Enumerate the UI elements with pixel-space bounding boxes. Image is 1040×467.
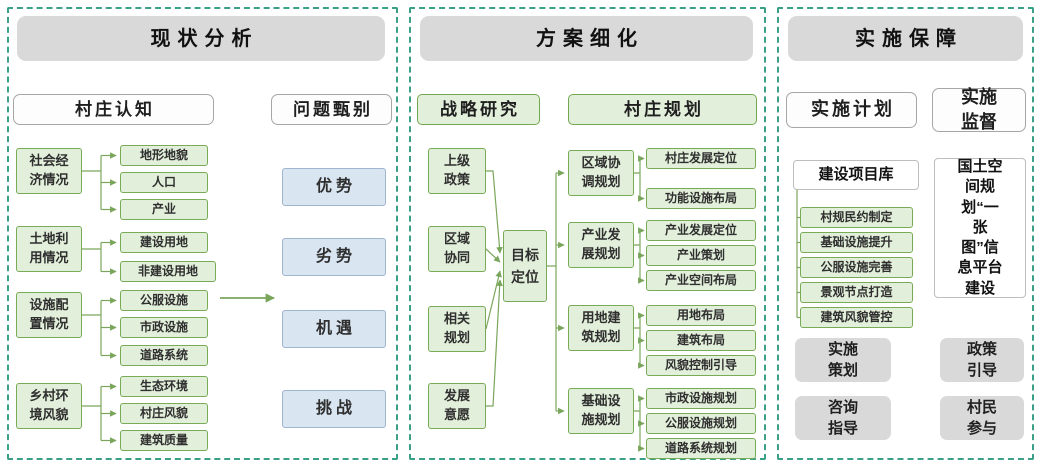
node-building-layout: 建筑布局 xyxy=(646,330,756,351)
node-ecological-environment: 生态环境 xyxy=(120,376,208,397)
node-public-facility-plan: 公服设施规划 xyxy=(646,413,756,434)
node-non-construction-land: 非建设用地 xyxy=(120,261,216,282)
implementation-supervision-header: 实施监督 xyxy=(932,87,1026,132)
plan-land-building: 用地建筑规划 xyxy=(568,305,634,351)
node-municipal-facilities: 市政设施 xyxy=(120,317,208,338)
swot-challenges: 挑战 xyxy=(282,390,386,428)
panel2-title: 方案细化 xyxy=(420,16,753,61)
node-functional-facility-layout: 功能设施布局 xyxy=(646,188,756,209)
node-goal-positioning: 目标定位 xyxy=(503,230,547,302)
group-facility-config: 设施配置情况 xyxy=(16,292,82,338)
node-village-appearance: 村庄风貌 xyxy=(120,403,208,424)
project-public-facility-improvement: 公服设施完善 xyxy=(800,257,913,278)
node-territorial-spatial-platform: 国土空间规划“一张图”信息平台建设 xyxy=(934,158,1026,298)
node-consulting-guidance: 咨询指导 xyxy=(795,396,891,440)
plan-regional-coordination: 区域协调规划 xyxy=(568,150,634,196)
node-population: 人口 xyxy=(120,172,208,193)
panel3-title: 实施保障 xyxy=(788,16,1023,61)
panel1-title: 现状分析 xyxy=(17,16,385,61)
swot-strengths: 优势 xyxy=(282,168,386,206)
project-infrastructure-upgrade: 基础设施提升 xyxy=(800,232,913,253)
node-village-development-positioning: 村庄发展定位 xyxy=(646,148,756,169)
village-cognition-header: 村庄认知 xyxy=(13,94,214,125)
construction-project-library: 建设项目库 xyxy=(793,160,919,190)
node-municipal-facility-plan: 市政设施规划 xyxy=(646,388,756,409)
swot-weaknesses: 劣势 xyxy=(282,238,386,276)
node-road-system-plan: 道路系统规划 xyxy=(646,438,756,459)
implementation-plan-header: 实施计划 xyxy=(786,92,917,128)
problem-screening-header: 问题甄别 xyxy=(271,94,392,125)
node-terrain: 地形地貌 xyxy=(120,145,208,166)
node-industry: 产业 xyxy=(120,199,208,220)
node-construction-land: 建设用地 xyxy=(120,232,208,253)
node-industry-positioning: 产业发展定位 xyxy=(646,220,756,241)
node-road-system: 道路系统 xyxy=(120,345,208,366)
project-building-appearance-control: 建筑风貌管控 xyxy=(800,307,913,328)
panel-current-analysis xyxy=(7,7,398,460)
panel-implementation xyxy=(777,7,1034,460)
input-superior-policy: 上级政策 xyxy=(428,148,486,194)
node-appearance-control: 风貌控制引导 xyxy=(646,355,756,376)
project-landscape-nodes: 景观节点打造 xyxy=(800,282,913,303)
node-public-facilities: 公服设施 xyxy=(120,290,208,311)
node-building-quality: 建筑质量 xyxy=(120,430,208,451)
group-rural-environment: 乡村环境风貌 xyxy=(16,383,82,429)
plan-industry-development: 产业发展规划 xyxy=(568,222,634,268)
node-policy-guidance: 政策引导 xyxy=(940,338,1024,382)
node-industry-planning: 产业策划 xyxy=(646,245,756,266)
input-development-will: 发展意愿 xyxy=(428,383,486,429)
panel-plan-refinement xyxy=(409,7,766,460)
project-village-rules: 村规民约制定 xyxy=(800,207,913,228)
input-regional-coordination: 区域协同 xyxy=(428,226,486,272)
node-industry-spatial-layout: 产业空间布局 xyxy=(646,270,756,291)
plan-infrastructure: 基础设施规划 xyxy=(568,388,634,434)
input-related-planning: 相关规划 xyxy=(428,306,486,352)
node-villager-participation: 村民参与 xyxy=(940,396,1024,440)
strategy-research-header: 战略研究 xyxy=(417,94,540,125)
node-land-layout: 用地布局 xyxy=(646,305,756,326)
group-land-use: 土地利用情况 xyxy=(16,226,82,272)
node-implementation-planning: 实施策划 xyxy=(795,338,891,382)
village-planning-header: 村庄规划 xyxy=(568,94,757,125)
swot-opportunities: 机遇 xyxy=(282,310,386,348)
group-social-economy: 社会经济情况 xyxy=(16,148,82,194)
